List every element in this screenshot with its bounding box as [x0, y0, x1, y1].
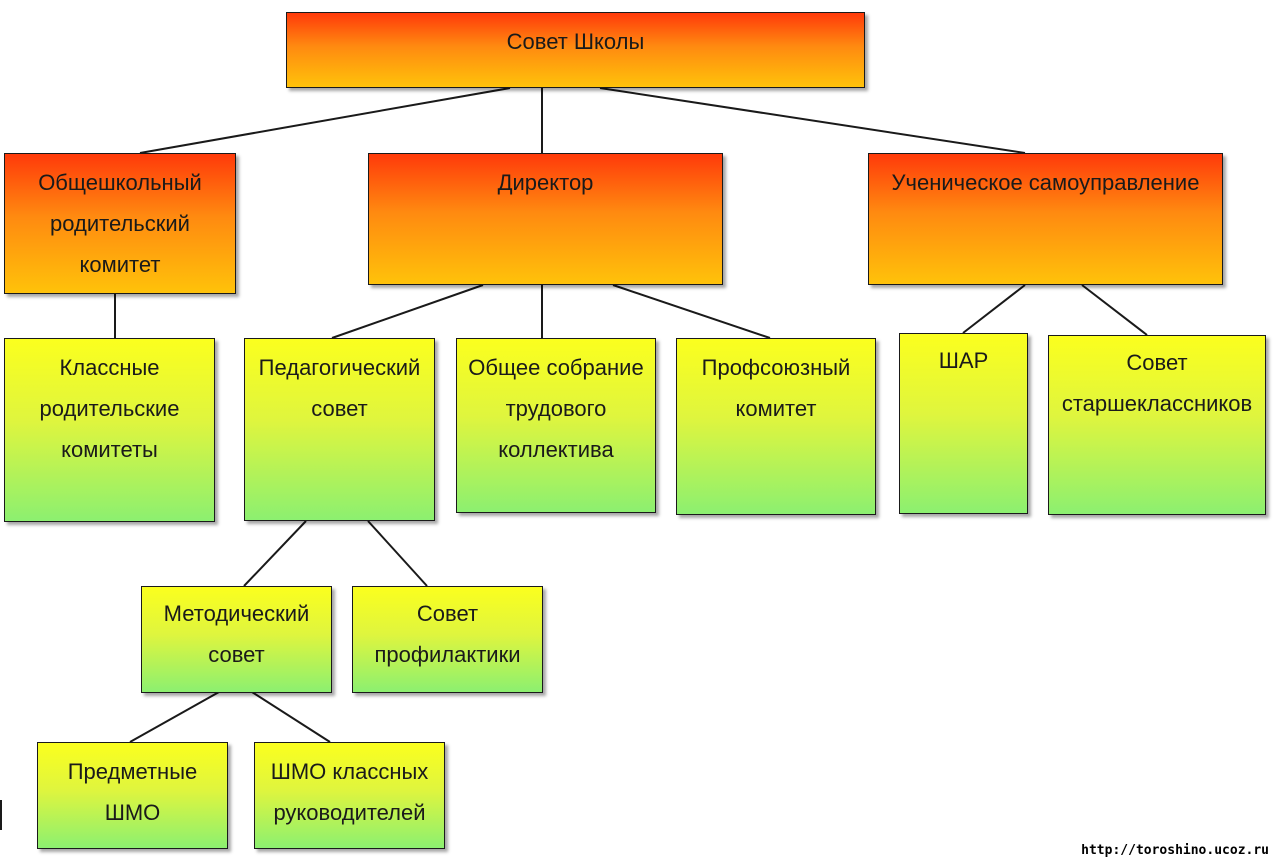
node-student-government: Ученическое самоуправление	[868, 153, 1223, 285]
node-subject-mo: Предметные ШМО	[37, 742, 228, 849]
edge-student-government-senior-council	[1081, 284, 1148, 336]
edge-director-trade-union	[612, 284, 771, 339]
node-senior-students-council: Совет старшеклассников	[1048, 335, 1266, 515]
edge-school-council-parent-committee	[139, 87, 511, 154]
node-parent-committee: Общешкольный родительский комитет	[4, 153, 236, 294]
node-pedagogical-council: Педагогический совет	[244, 338, 435, 521]
edge-mark	[0, 800, 2, 830]
edge-pedagogical-prevention	[367, 520, 428, 587]
watermark-url: http://toroshino.ucoz.ru	[1081, 843, 1269, 858]
edge-director-pedagogical-council	[331, 284, 484, 339]
edge-school-council-student-government	[599, 87, 1026, 154]
node-class-parent-committees: Классные родительские комитеты	[4, 338, 215, 522]
edge-pedagogical-methodical	[243, 520, 307, 587]
edge-methodical-subject-mo	[129, 691, 220, 743]
node-school-council: Совет Школы	[286, 12, 865, 88]
edge-methodical-class-teachers-mo	[251, 691, 331, 743]
node-methodical-council: Методический совет	[141, 586, 332, 693]
node-shar: ШАР	[899, 333, 1028, 514]
edge-student-government-shar	[962, 284, 1026, 334]
node-labor-collective-meeting: Общее собрание трудового коллектива	[456, 338, 656, 513]
node-trade-union-committee: Профсоюзный комитет	[676, 338, 876, 515]
node-class-teachers-mo: ШМО классных руководителей	[254, 742, 445, 849]
node-prevention-council: Совет профилактики	[352, 586, 543, 693]
node-director: Директор	[368, 153, 723, 285]
